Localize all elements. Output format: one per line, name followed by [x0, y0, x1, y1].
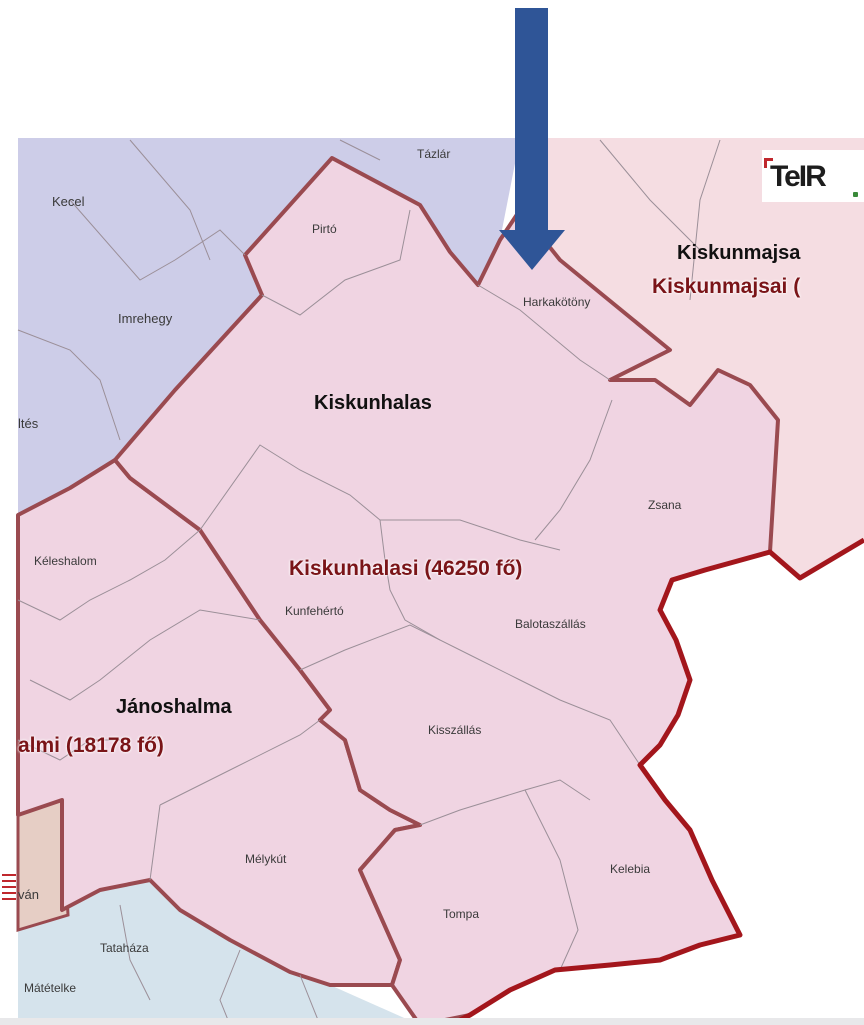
bottom-strip: [0, 1018, 864, 1025]
region-kiskunmajsa: [520, 138, 864, 578]
teir-logo: TeIR: [770, 160, 827, 193]
label-van-partial: ván: [18, 887, 39, 902]
label-kelebia: Kelebia: [610, 862, 651, 876]
label-district-janoshalma: Jánoshalma: [116, 696, 232, 718]
region-north: [18, 138, 520, 515]
label-matetelke: Mátételke: [24, 981, 77, 995]
label-kunfeherto: Kunfehértó: [285, 604, 344, 618]
label-soltvadkert-partial: ltés: [18, 416, 39, 431]
label-melykut: Mélykút: [245, 852, 287, 866]
label-microregion-kiskunmajsai: Kiskunmajsai (: [652, 275, 801, 298]
label-microregion-janoshalmi: almi (18178 fő): [18, 734, 164, 757]
hatch-marker: [2, 874, 16, 900]
label-balotaszallas: Balotaszállás: [515, 617, 586, 631]
border-line: [448, 537, 864, 1025]
arrow-down-icon: [499, 8, 565, 270]
logo-dot: [853, 192, 858, 197]
label-zsana: Zsana: [648, 498, 682, 512]
label-pirto: Pirtó: [312, 222, 337, 236]
label-harkakotony: Harkakötöny: [523, 295, 591, 309]
label-kecel: Kecel: [52, 194, 85, 209]
region-south: [18, 880, 420, 1025]
logo-accent: [764, 158, 773, 161]
logo-accent-vertical: [764, 158, 767, 168]
label-keleshalom: Kéleshalom: [34, 554, 97, 568]
label-district-kiskunhalas: Kiskunhalas: [314, 392, 432, 414]
label-district-kiskunmajsa: Kiskunmajsa: [677, 242, 801, 264]
label-kisszallas: Kisszállás: [428, 723, 482, 737]
label-tatahaza: Tataháza: [100, 941, 149, 955]
label-tompa: Tompa: [443, 907, 480, 921]
teir-logo-box: [762, 150, 864, 202]
municipal-boundaries: [17, 139, 721, 1025]
label-tazlar: Tázlár: [417, 147, 451, 161]
label-imrehegy: Imrehegy: [118, 311, 173, 326]
label-microregion-kiskunhalasi: Kiskunhalasi (46250 fő): [289, 557, 523, 580]
